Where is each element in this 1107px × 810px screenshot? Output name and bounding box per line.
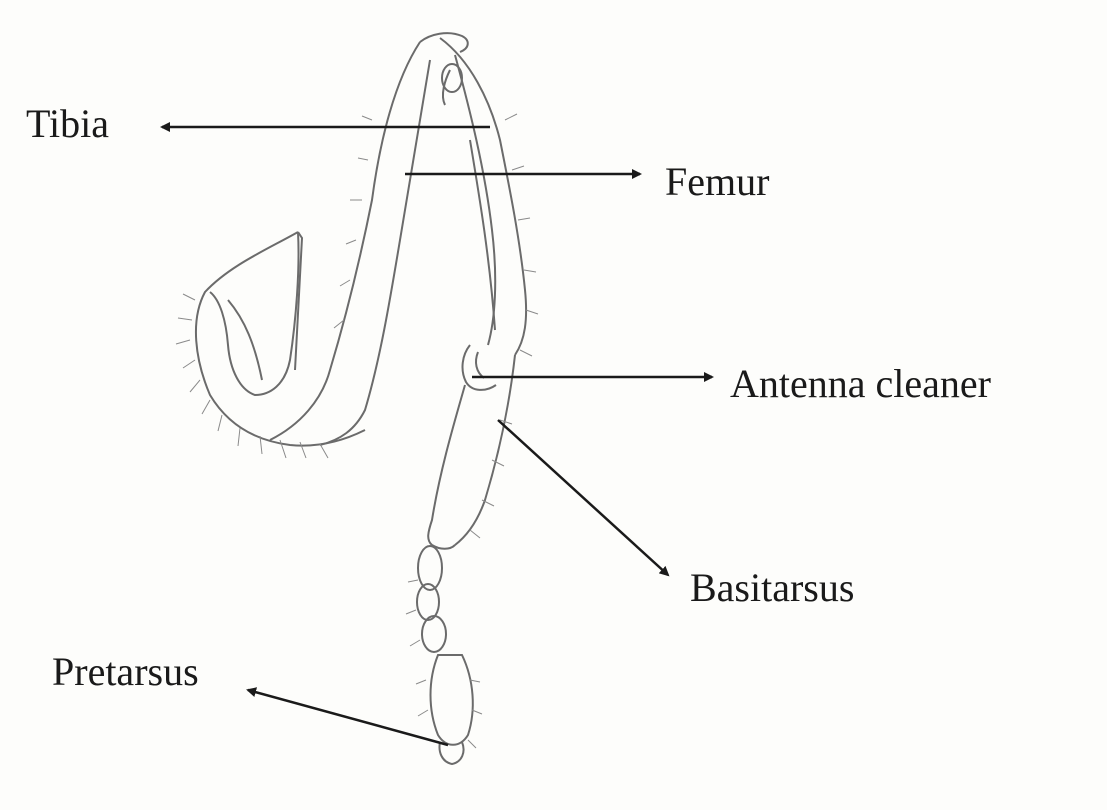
- tarsal-segments: [417, 546, 473, 764]
- pretarsus-arrow: [248, 690, 448, 745]
- antenna-cleaner-notch: [463, 345, 496, 390]
- basitarsus-arrow: [498, 420, 668, 575]
- tibia-label: Tibia: [26, 104, 109, 144]
- pretarsus-label: Pretarsus: [52, 652, 199, 692]
- basitarsus-segment: [428, 355, 515, 549]
- antenna-cleaner-label: Antenna cleaner: [730, 364, 991, 404]
- femur-label: Femur: [665, 162, 769, 202]
- femur-segment: [270, 33, 526, 440]
- hair-texture: [176, 114, 538, 748]
- basitarsus-label: Basitarsus: [690, 568, 854, 608]
